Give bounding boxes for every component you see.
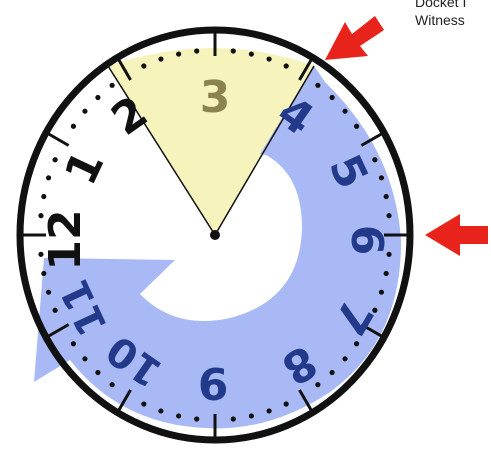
minute-dot: [53, 157, 58, 162]
minute-dot: [342, 356, 347, 361]
minute-dot: [384, 271, 389, 276]
minute-dot: [110, 83, 115, 88]
minute-dot: [379, 290, 384, 295]
minute-dot: [284, 63, 289, 68]
minute-dot: [372, 157, 377, 162]
minute-dot: [194, 416, 199, 421]
minute-dot: [315, 83, 320, 88]
minute-dot: [249, 51, 254, 56]
minute-dot: [158, 408, 163, 413]
minute-dot: [354, 124, 359, 129]
clock-center: [210, 230, 220, 240]
clock-number-9: 9: [198, 357, 229, 408]
red-arrow-icon: [325, 16, 384, 60]
minute-dot: [53, 308, 58, 313]
clock-number-3: 3: [200, 72, 231, 123]
minute-dot: [354, 341, 359, 346]
minute-dot: [194, 48, 199, 53]
minute-dot: [176, 413, 181, 418]
minute-dot: [95, 370, 100, 375]
minute-dot: [386, 213, 391, 218]
minute-dot: [379, 175, 384, 180]
witness-label-line2: Witness: [415, 12, 465, 28]
minute-dot: [71, 124, 76, 129]
minute-dot: [141, 401, 146, 406]
minute-dot: [231, 416, 236, 421]
minute-dot: [82, 356, 87, 361]
clock-number-6: 6: [341, 225, 392, 256]
minute-dot: [249, 413, 254, 418]
witness-label-line1: Docket I: [415, 0, 466, 10]
minute-dot: [176, 51, 181, 56]
minute-dot: [158, 56, 163, 61]
minute-dot: [110, 382, 115, 387]
minute-dot: [141, 63, 146, 68]
minute-dot: [41, 194, 46, 199]
minute-dot: [266, 56, 271, 61]
minute-dot: [329, 95, 334, 100]
minute-dot: [342, 109, 347, 114]
minute-dot: [46, 175, 51, 180]
minute-dot: [41, 271, 46, 276]
minute-dot: [231, 48, 236, 53]
minute-dot: [82, 109, 87, 114]
red-arrow-icon: [425, 214, 488, 256]
minute-dot: [95, 95, 100, 100]
minute-dot: [266, 408, 271, 413]
minute-dot: [384, 194, 389, 199]
minute-dot: [46, 290, 51, 295]
minute-dot: [329, 370, 334, 375]
minute-dot: [284, 401, 289, 406]
clock-number-12: 12: [40, 209, 91, 270]
